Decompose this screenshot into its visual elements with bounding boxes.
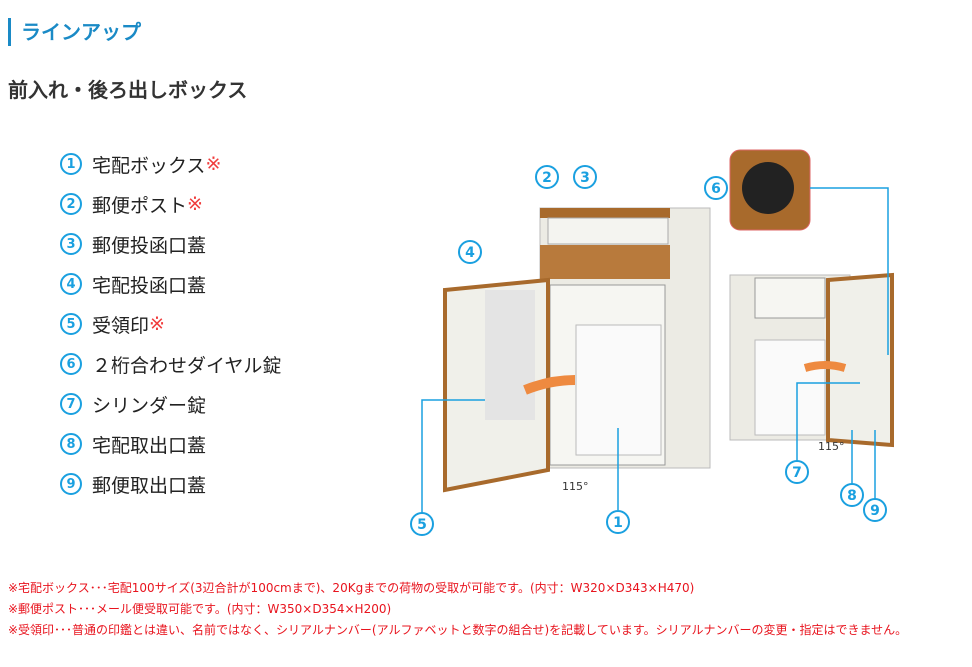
list-item: 1 宅配ボックス※: [60, 144, 281, 184]
list-item: 5 受領印※: [60, 304, 281, 344]
part-label: 宅配取出口蓋: [92, 434, 207, 457]
svg-text:8: 8: [847, 488, 857, 504]
number-badge: 1: [60, 153, 82, 175]
svg-text:4: 4: [465, 245, 475, 261]
list-item: 7 シリンダー錠: [60, 384, 281, 424]
svg-text:2: 2: [542, 170, 552, 186]
svg-text:9: 9: [870, 503, 880, 519]
rear-box: 115°: [729, 149, 894, 453]
number-badge: 6: [60, 353, 82, 375]
callout-8: 8: [840, 483, 864, 507]
part-label: ２桁合わせダイヤル錠: [92, 354, 282, 377]
note-mark: ※: [205, 153, 222, 175]
list-item: 8 宅配取出口蓋: [60, 424, 281, 464]
angle-label: 115°: [818, 440, 845, 453]
note-receipt-stamp: ※受領印･･･普通の印鑑とは違い、名前ではなく、シリアルナンバー(アルファベット…: [8, 623, 908, 637]
list-item: 4 宅配投函口蓋: [60, 264, 281, 304]
callout-5: 5: [410, 512, 434, 536]
number-badge: 4: [60, 273, 82, 295]
notes: ※宅配ボックス･･･宅配100サイズ(3辺合計が100cmまで)、20Kgまでの…: [8, 578, 907, 641]
part-label: シリンダー錠: [92, 394, 207, 417]
part-label: 郵便取出口蓋: [92, 474, 207, 497]
note-delivery-box: ※宅配ボックス･･･宅配100サイズ(3辺合計が100cmまで)、20Kgまでの…: [8, 581, 695, 595]
part-label: 宅配投函口蓋: [92, 274, 207, 297]
callout-6: 6: [704, 176, 728, 200]
note-mark: ※: [149, 313, 165, 335]
callout-2: 2: [535, 165, 559, 189]
callout-9: 9: [863, 498, 887, 522]
list-item: 6 ２桁合わせダイヤル錠: [60, 344, 281, 384]
note-mailbox: ※郵便ポスト･･･メール便受取可能です。(内寸：W350×D354×H200): [8, 602, 392, 616]
part-label: 受領印: [92, 314, 150, 337]
callout-lines: [421, 187, 889, 520]
list-item: 3 郵便投函口蓋: [60, 224, 281, 264]
note-mark: ※: [187, 193, 203, 215]
svg-text:7: 7: [792, 465, 802, 481]
angle-label: 115°: [562, 480, 589, 493]
part-label: 郵便投函口蓋: [92, 234, 207, 257]
number-badge: 5: [60, 313, 82, 335]
number-badge: 9: [60, 473, 82, 495]
callouts: 1 2 3 4 5 6 7 8 9: [410, 165, 887, 536]
part-label: 宅配ボックス: [92, 154, 206, 177]
callout-1: 1: [606, 510, 630, 534]
section-title: ラインアップ: [8, 18, 141, 46]
svg-text:5: 5: [417, 517, 427, 533]
svg-text:3: 3: [580, 170, 590, 186]
svg-text:6: 6: [711, 181, 721, 197]
number-badge: 7: [60, 393, 82, 415]
product-title: 前入れ・後ろ出しボックス: [8, 78, 248, 102]
number-badge: 2: [60, 193, 82, 215]
svg-text:1: 1: [613, 515, 623, 531]
callout-3: 3: [573, 165, 597, 189]
callout-4: 4: [458, 240, 482, 264]
list-item: 2 郵便ポスト※: [60, 184, 281, 224]
front-box: 115°: [443, 207, 711, 493]
callout-7: 7: [785, 460, 809, 484]
product-illustration: 115° 115° 1 2 3 4 5 6 7 8 9: [410, 149, 894, 536]
part-label: 郵便ポスト: [92, 194, 188, 217]
list-item: 9 郵便取出口蓋: [60, 464, 281, 504]
number-badge: 3: [60, 233, 82, 255]
number-badge: 8: [60, 433, 82, 455]
